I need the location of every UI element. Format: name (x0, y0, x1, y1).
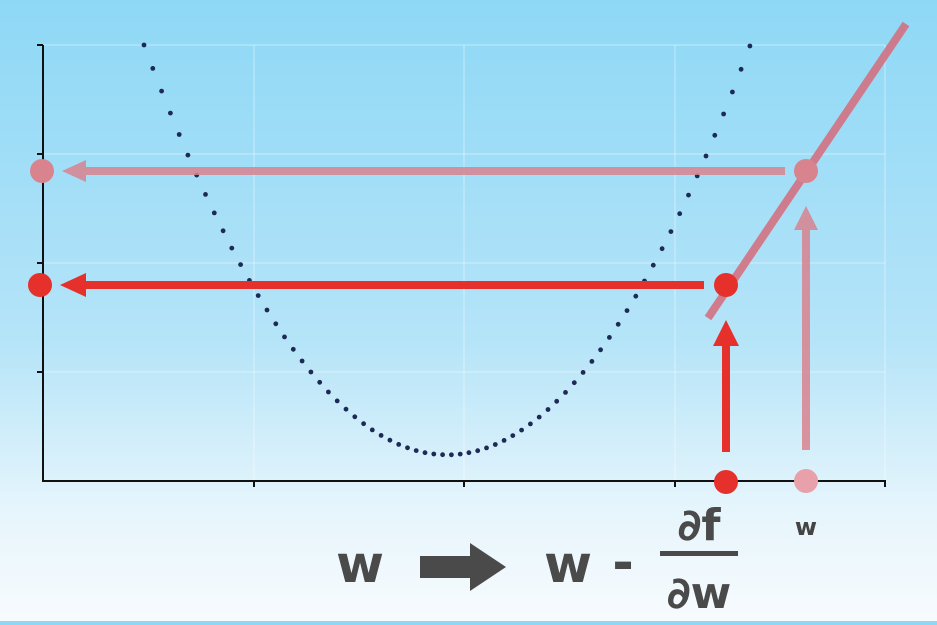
curve-dot (220, 228, 226, 234)
updated-w-arrows (60, 273, 739, 452)
curve-dot (141, 42, 147, 48)
curve-dot (334, 398, 340, 404)
curve-dot (317, 379, 323, 385)
formula-minus: - (612, 533, 634, 593)
update-formula: w w - ∂f ∂w (336, 500, 738, 619)
curve-dot (571, 380, 577, 386)
curve-dot (308, 369, 314, 375)
curve-dot (598, 347, 603, 353)
curve-dot (405, 445, 410, 451)
curve-dot (326, 389, 331, 395)
curve-dot (703, 153, 709, 159)
axes (37, 44, 886, 487)
curve-dot (475, 448, 481, 454)
original-w-point (794, 469, 818, 493)
curve-dot (413, 448, 419, 453)
curve-dot (747, 43, 753, 49)
curve-dot (615, 321, 621, 327)
curve-dot (159, 88, 165, 94)
formula-arrow-shaft (420, 556, 472, 578)
updated-value-point (28, 273, 52, 297)
curve-dot (501, 438, 507, 443)
curve-dot (203, 192, 208, 197)
curve-dot (650, 262, 656, 268)
curve-dot (264, 307, 270, 313)
curve-dot (361, 421, 366, 427)
curve-dot (378, 433, 384, 438)
original-curve-point (794, 159, 818, 183)
curve-dot (510, 433, 516, 438)
curve-dot (545, 407, 551, 412)
curve-dot (449, 452, 454, 458)
formula-numerator: ∂f (677, 500, 721, 551)
curve-dot (150, 66, 156, 71)
curve-dot (168, 110, 173, 116)
curve-dot (431, 451, 437, 457)
formula-rhs-w: w (544, 535, 592, 595)
curve-dot (185, 152, 191, 158)
original-w-label: w (795, 513, 817, 541)
formula-lhs: w (336, 535, 384, 595)
curve-dot (580, 370, 586, 375)
curve-dot (229, 245, 235, 251)
curve-dot (554, 398, 560, 404)
curve-dot (352, 414, 358, 420)
curve-dot (422, 450, 428, 456)
curve-dot (536, 414, 542, 420)
original-horizontal-arrowhead (62, 160, 86, 182)
curve-dot (624, 308, 630, 313)
curve-dot (659, 246, 665, 252)
curve-dot (528, 421, 533, 427)
updated-vertical-arrowhead (713, 320, 739, 346)
original-w-arrows (62, 160, 818, 450)
curve-dot (387, 437, 393, 443)
loss-curve (141, 42, 753, 458)
curve-dot (484, 445, 489, 451)
curve-dot (633, 293, 639, 299)
curve-dot (668, 229, 674, 235)
curve-dot (211, 210, 217, 216)
curve-dot (343, 406, 349, 412)
curve-dot (730, 89, 735, 95)
updated-w-point (714, 470, 738, 494)
curve-dot (299, 358, 305, 364)
curve-dot (607, 335, 612, 340)
curve-dot (712, 132, 718, 138)
original-vertical-arrowhead (794, 206, 818, 230)
curve-dot (176, 132, 182, 137)
curve-dot (466, 450, 472, 456)
curve-dot (721, 111, 726, 117)
updated-curve-point (714, 273, 738, 297)
curve-dot (396, 442, 402, 447)
points (28, 159, 818, 494)
curve-dot (686, 192, 691, 198)
curve-dot (563, 390, 568, 395)
curve-dot (589, 359, 595, 364)
fraction-bar (660, 551, 738, 556)
curve-dot (255, 293, 261, 298)
original-value-point (30, 159, 54, 183)
curve-dot (677, 211, 683, 217)
formula-arrow-head (470, 543, 506, 591)
curve-dot (457, 451, 463, 457)
grid (43, 44, 886, 481)
curve-dot (290, 346, 296, 352)
curve-dot (238, 262, 244, 267)
curve-dot (282, 334, 287, 340)
formula-denominator: ∂w (667, 568, 732, 619)
curve-dot (440, 452, 445, 458)
curve-dot (369, 427, 375, 433)
curve-dot (492, 442, 498, 447)
curve-dot (519, 427, 524, 433)
curve-dot (273, 321, 279, 327)
updated-horizontal-arrowhead (60, 273, 86, 297)
curve-dot (738, 66, 744, 72)
